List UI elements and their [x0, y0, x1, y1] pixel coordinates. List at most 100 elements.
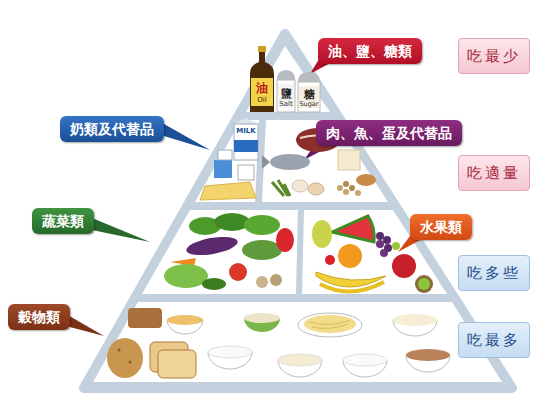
fruits	[392, 242, 400, 250]
fruits	[376, 232, 384, 240]
fruits	[332, 216, 374, 242]
package-label: Oil	[257, 97, 266, 104]
food-group-label: 油、鹽、糖類	[318, 38, 422, 64]
label-text: 油、鹽、糖類	[328, 42, 412, 60]
meat-foods	[272, 180, 290, 196]
meat-foods	[343, 181, 349, 187]
label-text: 肉、魚、蛋及代替品	[326, 124, 452, 142]
oil-bottle	[258, 46, 266, 52]
package-label: 油	[256, 82, 268, 94]
food-group-label: 穀物類	[8, 304, 70, 330]
vegetables	[229, 263, 247, 281]
meat-foods	[349, 185, 355, 191]
label-text: 吃最多	[467, 331, 521, 349]
dairy-foods	[218, 150, 232, 160]
grain-foods	[107, 338, 143, 378]
label-text: 穀物類	[18, 308, 60, 326]
food-group-label: 蔬菜類	[32, 208, 94, 234]
label-text: 蔬菜類	[42, 212, 84, 230]
fruits	[392, 254, 416, 278]
vegetables	[202, 278, 226, 290]
sugar-shaker	[298, 82, 320, 112]
meat-foods	[356, 174, 376, 186]
fruits	[312, 220, 332, 248]
fruits	[376, 240, 384, 248]
grain-foods	[278, 354, 322, 366]
sugar-shaker	[299, 86, 319, 108]
dairy-foods	[214, 160, 232, 178]
meat-foods	[338, 150, 360, 170]
grain-foods	[343, 354, 387, 366]
callout-tail	[66, 314, 104, 336]
oil-bottle	[250, 46, 274, 112]
package-label: 鹽	[281, 88, 292, 99]
amount-label: 吃最多	[458, 322, 530, 358]
meat-foods	[292, 180, 308, 192]
callout-tail	[164, 124, 210, 150]
fruits	[380, 249, 388, 257]
fruits	[338, 244, 362, 268]
grain-foods	[129, 361, 132, 364]
grain-foods	[128, 308, 162, 328]
fruits	[415, 275, 433, 293]
grain-foods	[298, 313, 362, 337]
vegetables	[244, 215, 280, 235]
fruits	[383, 236, 391, 244]
amount-label: 吃適量	[458, 155, 530, 191]
vegetables	[276, 228, 294, 252]
vegetables	[270, 274, 282, 286]
sugar-shaker	[298, 72, 320, 112]
meat-foods	[337, 185, 343, 191]
dairy-foods	[200, 118, 258, 200]
meat-foods	[343, 189, 349, 195]
label-text: 吃多些	[467, 264, 521, 282]
salt-shaker	[277, 70, 295, 112]
package-label: MILK	[236, 128, 255, 135]
fruits	[418, 278, 430, 290]
vegetables	[164, 213, 294, 290]
pyramid-frame	[93, 302, 502, 382]
meat-foods	[355, 190, 361, 196]
grain-foods	[406, 349, 450, 361]
salt-shaker	[277, 70, 295, 80]
salt-shaker	[277, 80, 295, 112]
food-group-label: 水果類	[410, 214, 472, 240]
dairy-foods	[200, 182, 256, 200]
pyramid-frame	[195, 120, 259, 202]
package-label: Salt	[279, 101, 292, 108]
oil-bottle	[251, 78, 273, 106]
dairy-foods	[238, 165, 254, 180]
meat-foods	[308, 183, 324, 195]
dairy-foods	[234, 124, 258, 160]
grain-foods	[158, 350, 196, 378]
amount-label: 吃最少	[458, 38, 530, 74]
grain-foods	[208, 346, 252, 358]
grain-foods	[393, 314, 437, 326]
package-label: Sugar	[299, 101, 318, 108]
food-group-label: 肉、魚、蛋及代替品	[316, 120, 462, 146]
grain-foods	[167, 315, 203, 325]
vegetables	[242, 240, 282, 260]
callout-tail	[66, 54, 424, 336]
pyramid-frame	[142, 210, 298, 294]
meat-foods	[262, 155, 270, 169]
dairy-foods	[234, 140, 258, 152]
label-text: 吃適量	[467, 164, 521, 182]
grain-foods	[244, 313, 280, 323]
fruits	[320, 282, 384, 292]
pyramid-frame	[84, 34, 512, 388]
salt-shaker	[278, 84, 294, 108]
vegetables	[164, 264, 208, 288]
oil-bottle	[250, 52, 274, 112]
vegetables	[185, 234, 239, 259]
grain-foods	[118, 349, 121, 352]
amount-label: 吃多些	[458, 255, 530, 291]
sugar-shaker	[298, 72, 320, 82]
package-label: 糖	[304, 89, 315, 100]
callout-tail	[92, 218, 150, 242]
vegetables	[214, 213, 250, 231]
grain-foods	[107, 308, 450, 378]
grain-foods	[310, 320, 350, 328]
